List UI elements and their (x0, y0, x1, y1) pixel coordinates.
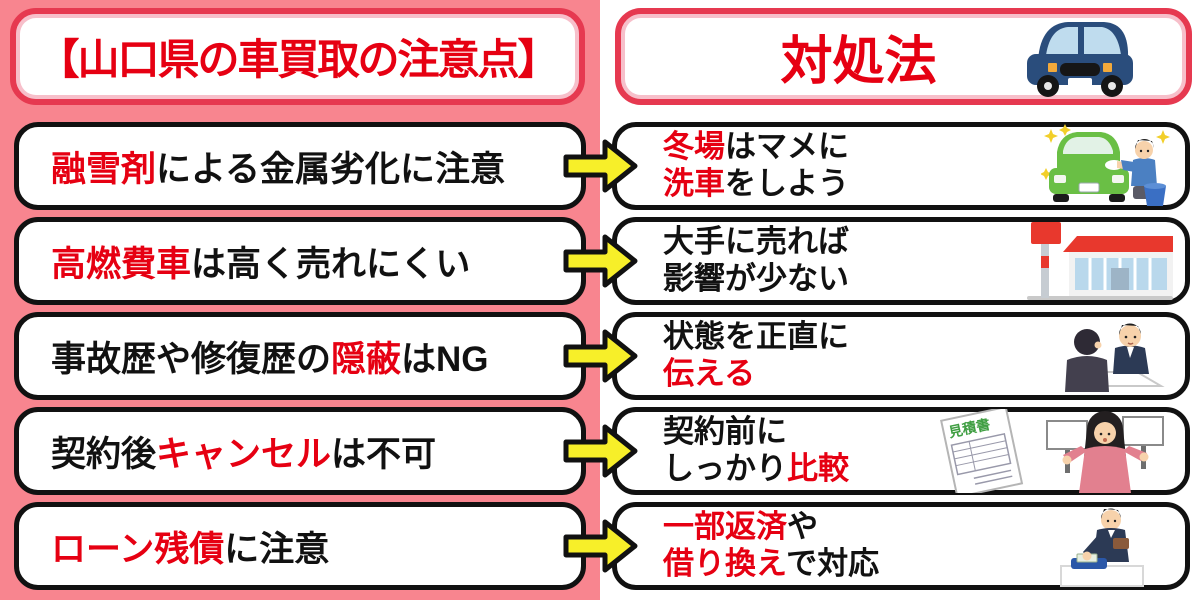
solution-line: 借り換えで対応 (663, 546, 1185, 583)
text-segment: 借り換え (663, 546, 787, 581)
problems-title: 【山口県の車買取の注意点】 (37, 36, 559, 83)
yellow-right-arrow-icon (563, 424, 638, 478)
text-segment: や (787, 509, 818, 545)
solution-line: 洗車をしよう (663, 166, 1185, 203)
solution-box-1: 冬場はマメに 洗車をしよう (612, 122, 1190, 210)
text-segment: しっかり (663, 451, 787, 486)
problems-title-box: 【山口県の車買取の注意点】 (10, 8, 585, 105)
text-segment: 洗車 (663, 166, 725, 201)
text-segment: 比較 (787, 451, 849, 486)
dealership-illustration (1027, 222, 1173, 300)
text-segment: 冬場 (663, 129, 725, 165)
solution-line: 契約前に (663, 414, 1185, 451)
text-segment: キャンセル (156, 434, 332, 474)
problem-box-3: 事故歴や修復歴の隠蔽はNG (14, 312, 586, 400)
problem-box-4: 契約後キャンセルは不可 (14, 407, 586, 495)
text-segment: 融雪剤 (51, 149, 157, 189)
text-segment: 高燃費車 (51, 244, 192, 284)
problem-box-1: 融雪剤による金属劣化に注意 (14, 122, 586, 210)
car-wash-illustration (1041, 124, 1170, 206)
text-segment: 隠蔽 (331, 339, 402, 379)
solution-box-2: 大手に売れば 影響が少ない (612, 217, 1190, 305)
text-segment: ローン残債 (51, 529, 225, 569)
text-segment: はNG (401, 339, 489, 379)
yellow-right-arrow-icon (563, 329, 638, 383)
blue-car-icon (1027, 21, 1133, 97)
solution-box-5: 一部返済や 借り換えで対応 (612, 502, 1190, 590)
solutions-title: 対処法 (780, 33, 937, 91)
solution-box-3: 状態を正直に 伝える (612, 312, 1190, 400)
text-segment: 契約後 (51, 434, 157, 474)
text-segment: をしよう (725, 166, 849, 201)
solution-line: 大手に売れば (663, 224, 1185, 261)
text-segment: 事故歴や修復歴の (51, 339, 332, 379)
payment-illustration (1060, 508, 1144, 587)
text-segment: 契約前に (663, 414, 787, 450)
solution-line: 冬場はマメに (663, 129, 1185, 166)
solution-line: しっかり比較 (663, 451, 1185, 488)
text-segment: はマメに (725, 129, 849, 165)
text-segment: による金属劣化に注意 (156, 149, 505, 189)
solution-box-4: 契約前に しっかり比較 見積書 (612, 407, 1190, 495)
solutions-title-box: 対処法 (615, 8, 1192, 105)
estimate-compare-illustration: 見積書 (940, 409, 1164, 493)
yellow-right-arrow-icon (563, 519, 638, 573)
yellow-right-arrow-icon (563, 234, 638, 288)
text-segment: に注意 (224, 529, 330, 569)
solution-line: 一部返済や (663, 509, 1185, 546)
text-segment: 状態を正直に (663, 319, 849, 355)
solution-line: 状態を正直に (663, 319, 1185, 356)
text-segment: は不可 (331, 434, 437, 474)
problem-box-2: 高燃費車は高く売れにくい (14, 217, 586, 305)
solution-line: 影響が少ない (663, 261, 1185, 298)
problem-box-5: ローン残債に注意 (14, 502, 586, 590)
text-segment: 伝える (663, 356, 756, 391)
text-segment: 一部返済 (663, 509, 787, 545)
text-segment: で対応 (786, 546, 880, 581)
solution-line: 伝える (663, 356, 1185, 393)
yellow-right-arrow-icon (563, 139, 638, 193)
text-segment: 大手に売れば (663, 224, 849, 260)
text-segment: は高く売れにくい (191, 244, 471, 284)
text-segment: 影響が少ない (663, 261, 849, 296)
negotiation-illustration (1065, 323, 1165, 392)
